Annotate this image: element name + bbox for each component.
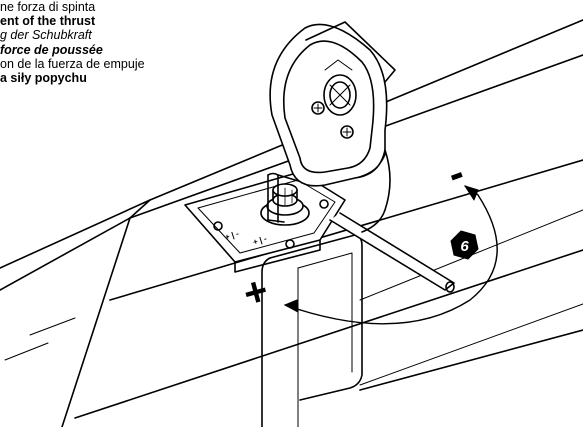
curved-arrow-icon bbox=[284, 185, 498, 325]
caption-german: g der Schubkraft bbox=[0, 28, 92, 43]
caption-spanish: on de la fuerza de empuje bbox=[0, 56, 145, 71]
plus-label: + bbox=[239, 268, 273, 317]
caption-french: force de poussée bbox=[0, 42, 103, 57]
multilingual-caption: ne forza di spinta ent of the thrust g d… bbox=[0, 0, 240, 85]
minus-label: - bbox=[441, 148, 470, 197]
scale-label-left: + | - bbox=[224, 229, 240, 242]
caption-english: ent of the thrust bbox=[0, 14, 96, 29]
caption-italian: ne forza di spinta bbox=[0, 0, 96, 14]
adjustment-knob bbox=[213, 183, 329, 249]
hexagon-step-badge-icon: 6 bbox=[450, 230, 479, 260]
caption-polish: a siły popychu bbox=[0, 70, 87, 85]
pivot-bracket bbox=[269, 21, 396, 233]
arm-end-cap bbox=[261, 234, 363, 427]
step-number: 6 bbox=[460, 238, 469, 255]
scale-label-right: + | - bbox=[252, 234, 268, 247]
mounting-plate bbox=[184, 171, 346, 273]
